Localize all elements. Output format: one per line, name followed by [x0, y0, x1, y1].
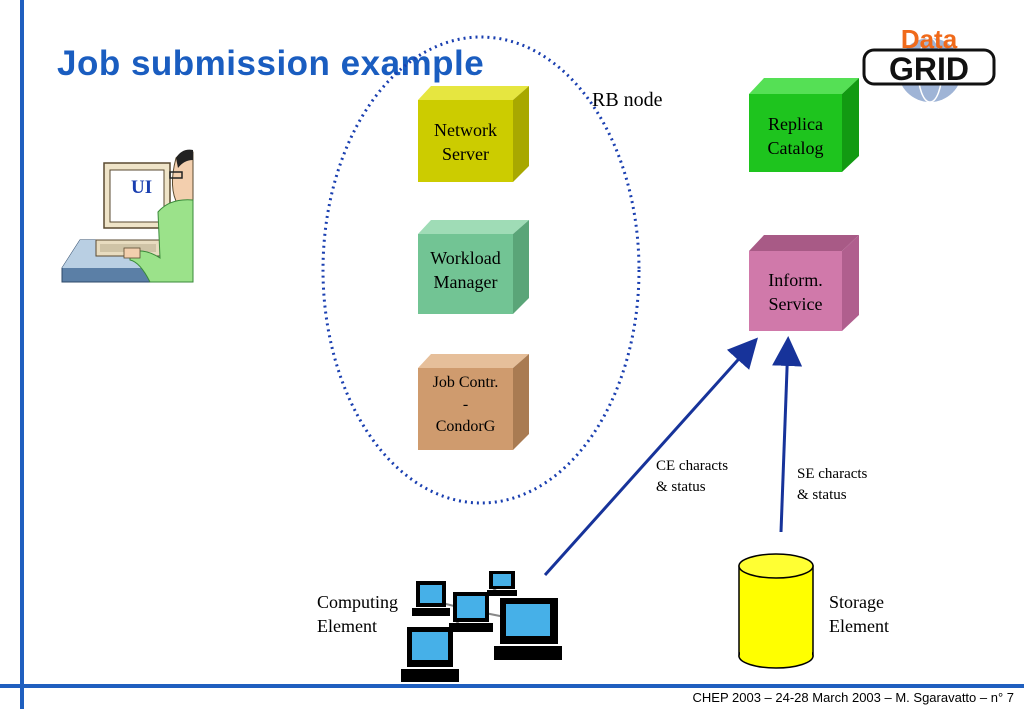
workload-manager-line2: Manager	[433, 272, 498, 292]
storage-cylinder-icon	[738, 553, 814, 669]
slide-title: Job submission example	[57, 44, 485, 83]
job-controller-box	[418, 354, 529, 450]
replica-catalog-label: Replica Catalog	[749, 110, 842, 162]
network-server-box	[418, 86, 529, 182]
computing-element-line2: Element	[317, 616, 377, 636]
replica-catalog-line2: Catalog	[767, 138, 824, 158]
workload-manager-line1: Workload	[430, 248, 501, 268]
se-status-arrow	[772, 336, 803, 533]
job-controller-line3: CondorG	[435, 418, 496, 435]
network-server-line2: Server	[442, 144, 489, 164]
network-server-line1: Network	[434, 120, 497, 140]
job-controller-line1: Job Contr.	[432, 374, 499, 391]
se-arrow-label: SE characts & status	[797, 464, 867, 506]
storage-element-line1: Storage	[829, 592, 884, 612]
ce-arrow-label: CE characts & status	[656, 456, 728, 498]
ce-arrow-line1: CE characts	[656, 458, 729, 474]
replica-catalog-line1: Replica	[768, 114, 823, 134]
left-accent-bar	[20, 0, 24, 709]
user-at-computer-icon	[61, 149, 194, 283]
job-controller-label: Job Contr. - CondorG	[418, 370, 513, 440]
logo-data-text: Data	[901, 24, 958, 54]
bottom-accent-bar	[0, 684, 1024, 688]
info-service-box	[749, 235, 859, 331]
workload-manager-box	[418, 220, 529, 314]
info-service-line2: Service	[768, 294, 823, 314]
ce-status-arrow	[543, 337, 759, 577]
se-arrow-line2: & status	[797, 487, 847, 503]
rb-node-ellipse	[321, 35, 641, 505]
workload-manager-label: Workload Manager	[418, 244, 513, 296]
storage-element-line2: Element	[829, 616, 889, 636]
replica-catalog-box	[749, 78, 859, 172]
se-arrow-line1: SE characts	[797, 466, 868, 482]
rb-node-label: RB node	[592, 89, 663, 111]
logo-grid-text: GRID	[889, 51, 969, 87]
computing-element-line1: Computing	[317, 592, 399, 612]
slide-footer: CHEP 2003 – 24-28 March 2003 – M. Sgarav…	[692, 690, 1014, 705]
ce-arrow-line2: & status	[656, 479, 706, 495]
info-service-label: Inform. Service	[749, 266, 842, 318]
info-service-line1: Inform.	[768, 270, 823, 290]
ui-label: UI	[131, 177, 153, 198]
computing-element-label: Computing Element	[317, 590, 398, 638]
computer-cluster-icon	[401, 571, 562, 682]
storage-element-label: Storage Element	[829, 590, 889, 638]
globe-icon	[862, 37, 996, 103]
network-server-label: Network Server	[418, 116, 513, 168]
job-controller-line2: -	[462, 396, 469, 413]
